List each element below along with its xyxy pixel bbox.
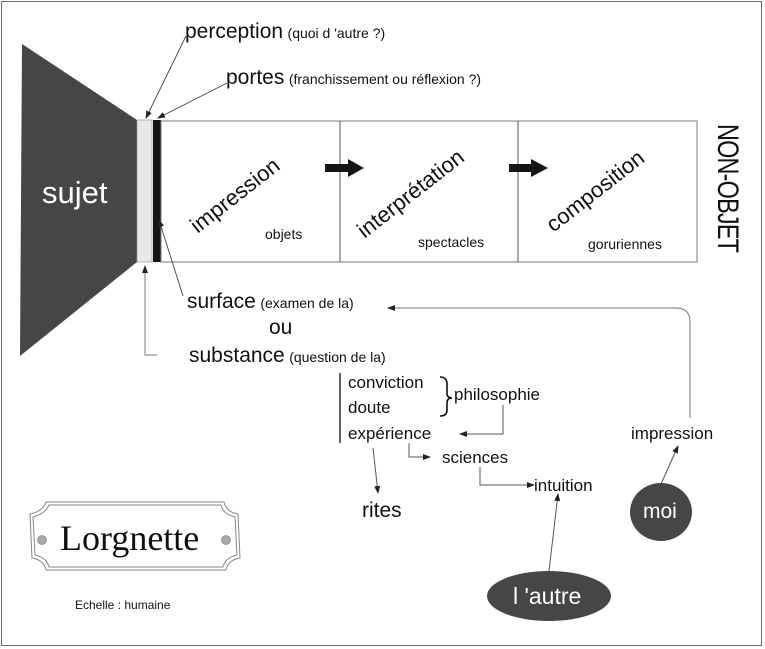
sciences-label: sciences: [442, 448, 509, 467]
autre-to-intuition: [548, 493, 561, 572]
surface-annotation: surface (examen de la): [187, 291, 354, 312]
sujet-funnel: [20, 44, 137, 356]
autre-node: [487, 571, 611, 621]
perception-bar: [136, 119, 153, 263]
portes-bar: [153, 120, 161, 262]
substance-note: (question de la): [289, 349, 386, 365]
list-item-experience: expérience: [348, 424, 432, 443]
perception-note: (quoi d 'autre ?): [287, 25, 386, 41]
intuition-label: intuition: [534, 476, 593, 495]
substance-pointer: [142, 265, 157, 356]
moi-to-impression: [660, 445, 679, 485]
lorgnette-title: Lorgnette: [60, 518, 200, 558]
portes-pointer: [157, 82, 228, 119]
impression-to-surface-connector: [387, 305, 691, 418]
philosophie-label: philosophie: [454, 385, 541, 404]
perception-term: perception: [185, 20, 284, 43]
stage-subtitle-goruriennes: goruriennes: [588, 236, 662, 252]
substance-annotation: substance (question de la): [189, 345, 386, 366]
brace: [439, 376, 453, 417]
lorgnette-plaque-inner: [32, 504, 238, 568]
moi-node: [630, 483, 692, 541]
surface-note: (examen de la): [260, 295, 354, 311]
autre-label: l 'autre: [513, 583, 582, 609]
perception-annotation: perception (quoi d 'autre ?): [185, 21, 385, 42]
surface-pointer: [158, 219, 184, 297]
experience-to-rites: [372, 447, 381, 494]
stage-subtitle-objets: objets: [265, 226, 303, 242]
portes-term: portes: [226, 66, 285, 89]
surface-term: surface: [187, 290, 256, 313]
portes-note: (franchissement ou réflexion ?): [288, 71, 482, 87]
list-item-conviction: conviction: [348, 373, 424, 392]
plaque-rivet-left: [37, 535, 47, 545]
rites-label: rites: [362, 499, 402, 522]
stage-arrow-1: [325, 159, 364, 177]
sujet-label: sujet: [42, 175, 108, 210]
portes-annotation: portes (franchissement ou réflexion ?): [226, 67, 481, 88]
lorgnette-plaque-outer: [29, 501, 241, 571]
non-objet-label: NON-OBJET: [711, 124, 744, 253]
substance-term: substance: [189, 344, 285, 367]
philosophie-to-experience: [459, 405, 504, 437]
perception-pointer: [145, 35, 187, 119]
impression-right-label: impression: [631, 424, 714, 443]
moi-label: moi: [643, 500, 677, 523]
stage-subtitle-spectacles: spectacles: [418, 234, 485, 250]
plaque-rivet-right: [221, 535, 231, 545]
stages-box: [160, 120, 698, 263]
sciences-to-intuition: [479, 467, 535, 488]
list-item-doute: doute: [348, 398, 391, 417]
stage-arrow-2: [509, 159, 548, 177]
scale-note: Echelle : humaine: [75, 598, 171, 612]
experience-to-sciences: [408, 443, 431, 460]
ou-label: ou: [269, 316, 293, 339]
